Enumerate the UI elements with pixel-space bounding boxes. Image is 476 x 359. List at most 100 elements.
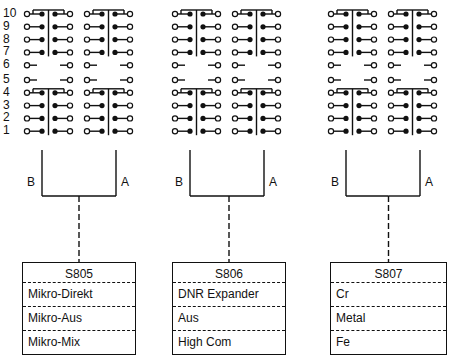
closed-contact: [187, 50, 192, 55]
closed-contact: [356, 103, 361, 108]
wire-line: [336, 89, 337, 93]
open-contact: [431, 11, 436, 16]
wire-line: [117, 92, 127, 93]
wire-line: [90, 64, 97, 65]
wire-line: [205, 92, 215, 93]
closed-contact: [416, 50, 421, 55]
wire-line: [265, 13, 275, 14]
wire-line: [30, 118, 40, 119]
wire-line: [238, 118, 248, 119]
closed-contact: [187, 90, 192, 95]
closed-contact: [416, 37, 421, 42]
open-contact: [67, 50, 72, 55]
open-contact: [328, 11, 333, 16]
wire-line: [412, 89, 413, 135]
wire-line: [33, 88, 64, 89]
closed-contact: [52, 103, 57, 108]
wire-line: [240, 89, 241, 93]
open-contact: [215, 63, 220, 68]
wire-line: [396, 10, 397, 14]
wire-line: [238, 52, 248, 53]
wire-line: [238, 130, 248, 131]
closed-contact: [200, 90, 205, 95]
wire-line: [108, 89, 109, 135]
wire-line: [241, 9, 272, 10]
wire-line: [30, 92, 40, 93]
wire-line: [394, 13, 404, 14]
closed-contact: [112, 11, 117, 16]
open-contact: [67, 103, 72, 108]
wire-line: [388, 196, 389, 262]
open-contact: [172, 24, 177, 29]
open-contact: [24, 129, 29, 134]
open-contact: [24, 116, 29, 121]
open-contact: [371, 129, 376, 134]
closed-contact: [99, 11, 104, 16]
wire-line: [334, 39, 344, 40]
switch-box: S806DNR ExpanderAusHigh Com: [172, 262, 286, 355]
closed-contact: [200, 11, 205, 16]
open-contact: [127, 50, 132, 55]
open-contact: [232, 24, 237, 29]
terminal-label: A: [120, 176, 130, 189]
wire-line: [424, 64, 431, 65]
open-contact: [215, 24, 220, 29]
closed-contact: [247, 50, 252, 55]
closed-contact: [260, 129, 265, 134]
closed-contact: [52, 50, 57, 55]
wire-line: [419, 150, 420, 196]
open-contact: [172, 11, 177, 16]
closed-contact: [112, 50, 117, 55]
wire-line: [205, 52, 215, 53]
wire-line: [334, 130, 344, 131]
terminal-label: B: [330, 176, 340, 189]
wire-line: [90, 92, 100, 93]
switch-box: S807CrMetalFe: [330, 262, 447, 355]
wire-line: [394, 105, 404, 106]
wire-line: [30, 79, 37, 80]
wire-line: [90, 105, 100, 106]
open-contact: [172, 103, 177, 108]
closed-contact: [356, 11, 361, 16]
open-contact: [388, 11, 393, 16]
open-contact: [24, 24, 29, 29]
wire-line: [108, 10, 109, 56]
closed-contact: [403, 24, 408, 29]
wire-line: [421, 105, 431, 106]
switch-position: Metal: [331, 306, 446, 330]
open-contact: [275, 90, 280, 95]
open-contact: [24, 11, 29, 16]
wire-line: [178, 92, 188, 93]
open-contact: [431, 37, 436, 42]
row-number: 9: [2, 20, 11, 33]
wire-line: [41, 150, 42, 196]
row-number: 1: [2, 124, 11, 137]
wire-line: [178, 13, 188, 14]
wire-line: [30, 64, 37, 65]
wire-line: [205, 26, 215, 27]
wire-line: [394, 26, 404, 27]
open-contact: [431, 116, 436, 121]
closed-contact: [403, 37, 408, 42]
wire-line: [238, 105, 248, 106]
wire-line: [63, 10, 64, 14]
closed-contact: [260, 11, 265, 16]
wire-line: [117, 39, 127, 40]
wire-line: [361, 130, 371, 131]
wire-line: [178, 105, 188, 106]
open-contact: [67, 77, 72, 82]
open-contact: [275, 77, 280, 82]
closed-contact: [200, 116, 205, 121]
open-contact: [24, 50, 29, 55]
wire-line: [178, 52, 188, 53]
closed-contact: [403, 11, 408, 16]
open-contact: [84, 63, 89, 68]
open-contact: [371, 24, 376, 29]
closed-contact: [52, 11, 57, 16]
wire-line: [79, 195, 116, 196]
open-contact: [275, 37, 280, 42]
closed-contact: [247, 11, 252, 16]
wire-line: [60, 64, 67, 65]
open-contact: [328, 50, 333, 55]
closed-contact: [99, 129, 104, 134]
